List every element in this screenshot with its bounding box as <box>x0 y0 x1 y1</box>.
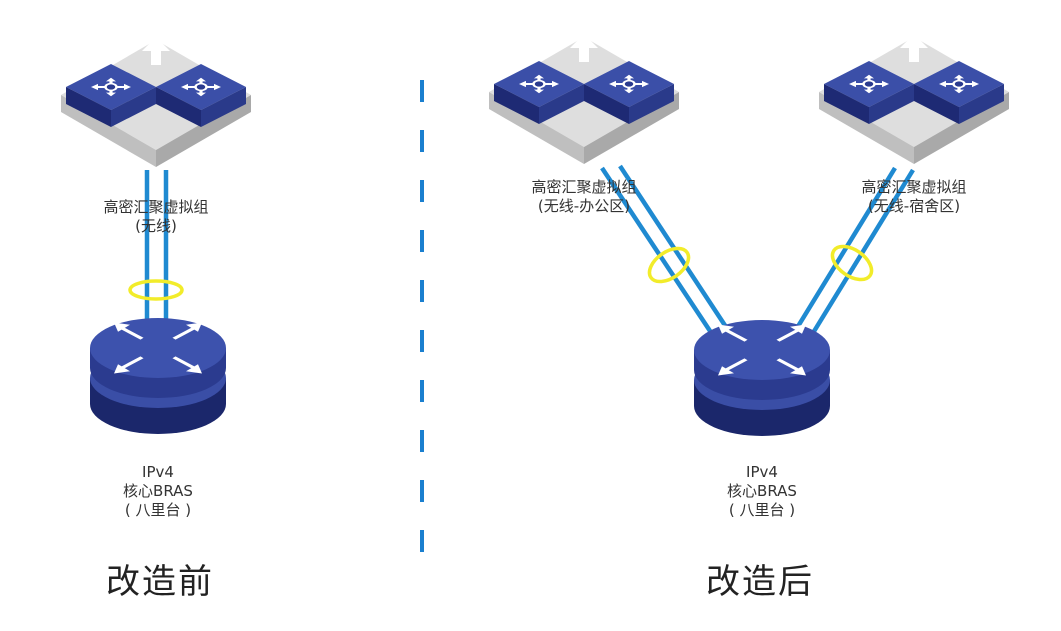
after-router-label: IPv4 核心BRAS ( 八里台 ) <box>727 463 797 520</box>
before-caption: 改造前 <box>106 562 214 602</box>
before-core-router-icon <box>90 318 226 434</box>
after-dorm-aggregation-switch-icon <box>819 34 1009 164</box>
before-aggregation-switch-icon <box>61 37 251 167</box>
after-router-label-line2: 核心BRAS <box>727 482 797 500</box>
after-dorm-switch-label-line2: (无线-宿舍区) <box>867 197 961 215</box>
after-office-switch-label-line1: 高密汇聚虚拟组 <box>531 178 637 196</box>
after-dorm-switch-label: 高密汇聚虚拟组 (无线-宿舍区) <box>861 178 966 216</box>
after-office-switch-label-line2: (无线-办公区) <box>537 197 631 215</box>
before-switch-label-line1: 高密汇聚虚拟组 <box>103 198 209 216</box>
after-office-link-aggregation-marker <box>647 246 691 284</box>
before-switch-label: 高密汇聚虚拟组 (无线) <box>103 198 208 236</box>
after-dorm-link-aggregation-marker <box>830 244 874 282</box>
before-router-label-line1: IPv4 <box>142 463 174 481</box>
before-router-label-line3: ( 八里台 ) <box>124 501 192 519</box>
after-core-router-icon <box>694 320 830 436</box>
after-caption: 改造后 <box>706 562 814 602</box>
after-office-aggregation-switch-icon <box>489 34 679 164</box>
after-router-label-line3: ( 八里台 ) <box>728 501 796 519</box>
before-router-label-line2: 核心BRAS <box>123 482 193 500</box>
after-dorm-switch-label-line1: 高密汇聚虚拟组 <box>861 178 967 196</box>
before-switch-label-line2: (无线) <box>135 217 177 235</box>
after-router-label-line1: IPv4 <box>746 463 778 481</box>
before-links <box>144 170 169 328</box>
before-link-aggregation-marker <box>128 279 184 301</box>
after-office-switch-label: 高密汇聚虚拟组 (无线-办公区) <box>531 178 636 216</box>
before-router-label: IPv4 核心BRAS ( 八里台 ) <box>123 463 193 520</box>
